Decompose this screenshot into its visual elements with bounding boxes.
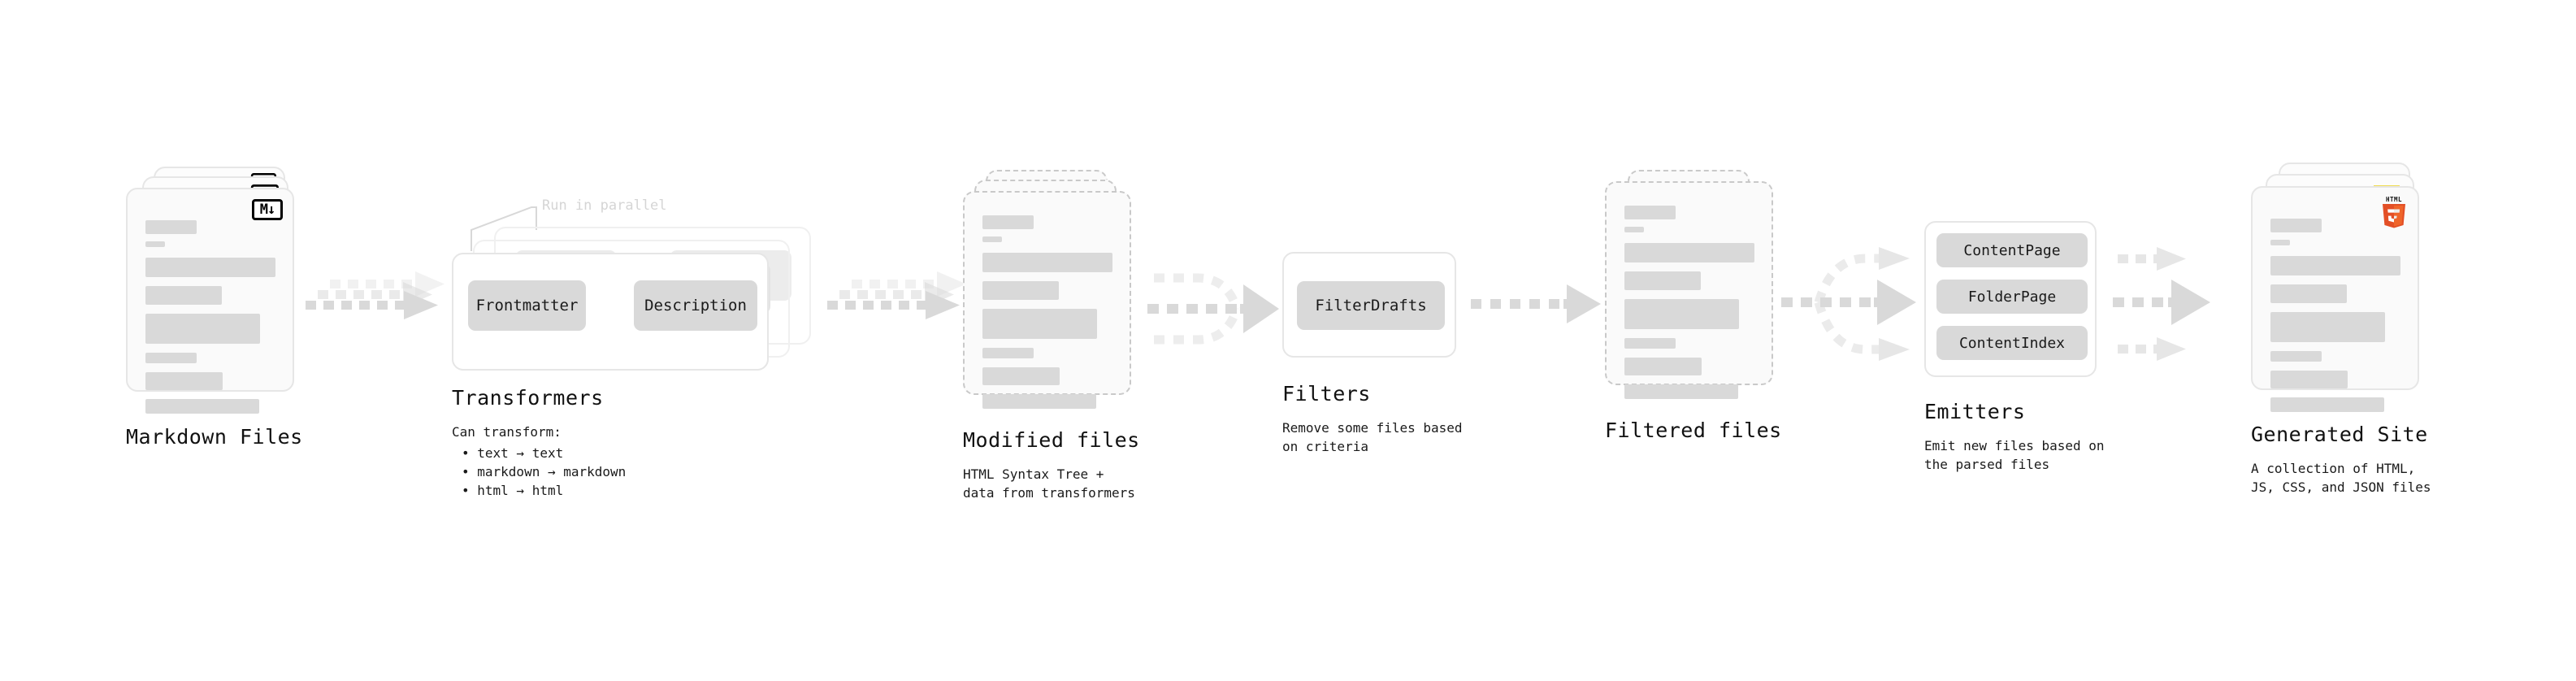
run-in-parallel-leader [471,206,537,251]
connector-modified-to-filters [1139,252,1286,370]
file-skeleton [982,215,1113,416]
emitter-chip-contentpage[interactable]: ContentPage [1936,233,2088,267]
emitters-subtitle: Emit new files based on the parsed files [1924,438,2105,473]
connector-transformers-to-modified [827,268,969,354]
html5-badge: HTML [2380,195,2408,229]
stage-title-generated-site: Generated Site [2251,423,2428,446]
modified-card-front [963,191,1131,409]
file-skeleton [145,220,276,421]
transformer-chip-description[interactable]: Description [634,280,757,331]
stage-generated-site: CSS HTML [2251,163,2446,495]
file-skeleton [2270,219,2401,419]
markdown-file-stack: M↓ M↓ M↓ [126,167,313,419]
generated-site-stack: CSS HTML [2251,163,2446,414]
file-skeleton [1624,206,1755,406]
filters-panel: FilterDrafts [1282,252,1456,358]
modified-file-stack [963,167,1150,419]
connector-filtered-to-emitters [1781,236,1928,370]
stage-title-emitters: Emitters [1924,400,2026,423]
emitter-chip-contentindex[interactable]: ContentIndex [1936,326,2088,360]
connector-filters-to-filtered [1471,283,1605,332]
markdown-badge-front: M↓ [252,199,283,220]
stage-title-modified-files: Modified files [963,428,1140,452]
svg-text:HTML: HTML [2386,196,2402,203]
emitter-chip-folderpage[interactable]: FolderPage [1936,280,2088,314]
filter-chip-filterdrafts[interactable]: FilterDrafts [1297,281,1445,330]
stage-modified-files: Modified files HTML Syntax Tree + data f… [963,167,1150,501]
generated-site-subtitle: A collection of HTML, JS, CSS, and JSON … [2251,461,2431,496]
stage-title-transformers: Transformers [452,386,604,410]
filters-subtitle: Remove some files based on criteria [1282,420,1463,455]
stage-filtered-files: Filtered files [1605,167,1792,442]
transformer-panel-front: Frontmatter Description [452,253,769,371]
transformers-bullet-1: • markdown → markdown [462,464,627,479]
connector-md-to-transformers [306,268,448,354]
filtered-card-front [1605,181,1773,399]
filtered-file-stack [1605,167,1792,419]
transformers-bullet-2: • html → html [462,483,564,498]
transformers-subtitle: Can transform: [452,424,562,440]
transformers-bullet-0: • text → text [462,445,564,461]
markdown-card-front: M↓ [126,188,294,414]
site-card-front: HTML [2251,186,2419,412]
modified-files-subtitle: HTML Syntax Tree + data from transformer… [963,466,1135,501]
transformer-chip-frontmatter[interactable]: Frontmatter [468,280,586,331]
emitters-panel: ContentPage FolderPage ContentIndex [1924,221,2097,377]
run-in-parallel-note: Run in parallel [542,197,667,214]
stage-title-markdown-files: Markdown Files [126,425,303,449]
stage-title-filtered-files: Filtered files [1605,419,1782,442]
stage-title-filters: Filters [1282,382,1371,406]
stage-markdown-files: M↓ M↓ M↓ Markdown Files [126,167,313,449]
connector-emitters-to-site [2113,236,2259,370]
